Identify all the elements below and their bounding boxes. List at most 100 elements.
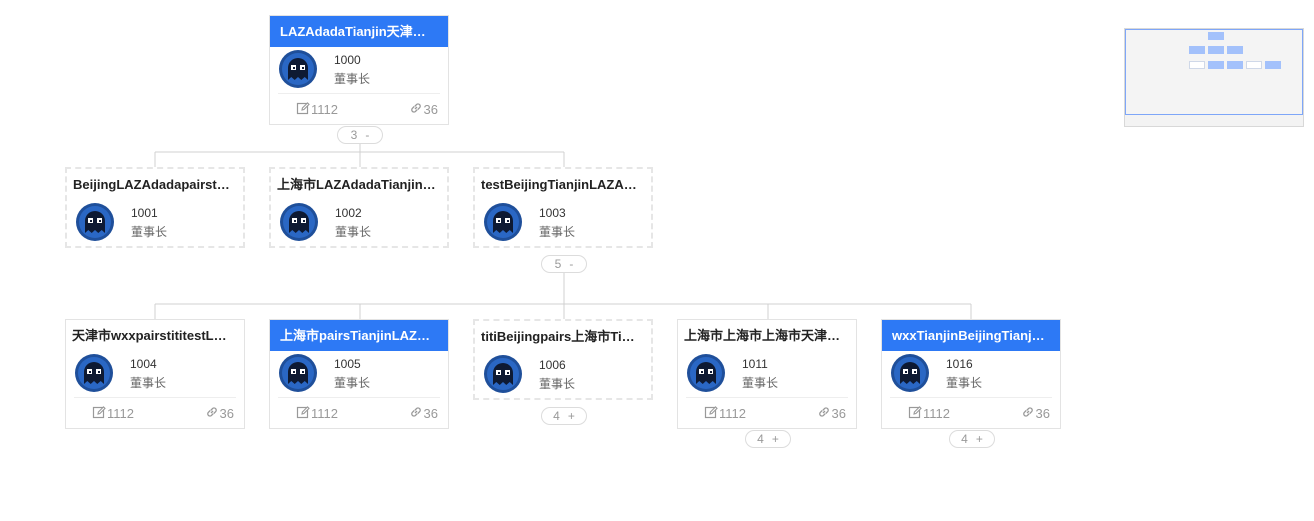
- edit-icon: [296, 405, 310, 422]
- node-body: 1016 董事长: [882, 351, 1060, 397]
- link-button[interactable]: 36: [817, 405, 846, 422]
- minimap-node: [1208, 61, 1224, 69]
- node-number: 1016: [946, 357, 973, 371]
- link-button[interactable]: 36: [409, 405, 438, 422]
- toggle-sign: +: [771, 432, 779, 446]
- link-icon: [1021, 405, 1035, 422]
- edit-button[interactable]: 1112: [908, 405, 950, 422]
- child-count: 4: [553, 409, 560, 423]
- node-body: 1004 董事长: [66, 351, 244, 397]
- node-footer: 1112 36: [278, 93, 440, 124]
- node-number: 1003: [539, 206, 566, 220]
- expand-toggle[interactable]: 3-: [337, 126, 383, 144]
- org-node-card[interactable]: wxxTianjinBeijingTianj… 1016 董事长 1112 36: [881, 319, 1061, 429]
- node-role: 董事长: [539, 377, 576, 391]
- link-button[interactable]: 36: [205, 405, 234, 422]
- org-node-card[interactable]: testBeijingTianjinLAZA… 1003 董事长: [473, 167, 653, 248]
- ghost-avatar-icon: [687, 354, 725, 392]
- node-number: 1004: [130, 357, 157, 371]
- edit-button[interactable]: 1112: [296, 101, 338, 118]
- edit-count: 1112: [311, 102, 338, 117]
- expand-toggle[interactable]: 4+: [541, 407, 587, 425]
- ghost-avatar-icon: [484, 203, 522, 241]
- node-title: 上海市pairsTianjinLAZ…: [270, 320, 448, 351]
- child-count: 5: [554, 257, 562, 271]
- node-footer: 1112 36: [74, 397, 236, 428]
- node-role: 董事长: [131, 225, 168, 239]
- link-count: 36: [1035, 406, 1050, 421]
- edit-count: 1112: [311, 406, 338, 421]
- node-role: 董事长: [742, 376, 779, 390]
- expand-toggle[interactable]: 4+: [745, 430, 791, 448]
- ghost-avatar-icon: [484, 355, 522, 393]
- node-role: 董事长: [334, 376, 371, 390]
- minimap-node: [1246, 61, 1262, 69]
- toggle-sign: -: [365, 128, 370, 142]
- node-body: 1003 董事长: [475, 200, 651, 246]
- node-title: testBeijingTianjinLAZA…: [481, 177, 637, 192]
- node-role: 董事长: [130, 376, 167, 390]
- node-title: 天津市wxxpairstititestL…: [72, 328, 227, 343]
- child-count: 3: [350, 128, 358, 142]
- ghost-avatar-icon: [280, 203, 318, 241]
- edit-button[interactable]: 1112: [296, 405, 338, 422]
- node-body: 1006 董事长: [475, 352, 651, 398]
- minimap[interactable]: [1124, 28, 1304, 127]
- node-role: 董事长: [334, 72, 371, 86]
- node-body: 1002 董事长: [271, 200, 447, 246]
- expand-toggle[interactable]: 4+: [949, 430, 995, 448]
- child-count: 4: [757, 432, 764, 446]
- ghost-avatar-icon: [76, 203, 114, 241]
- toggle-sign: +: [975, 432, 983, 446]
- minimap-node: [1227, 46, 1243, 54]
- link-count: 36: [423, 406, 438, 421]
- node-body: 1001 董事长: [67, 200, 243, 246]
- node-number: 1011: [742, 357, 768, 371]
- edit-button[interactable]: 1112: [92, 405, 134, 422]
- expand-toggle[interactable]: 5-: [541, 255, 587, 273]
- node-role: 董事长: [539, 225, 576, 239]
- ghost-avatar-icon: [75, 354, 113, 392]
- child-count: 4: [961, 432, 968, 446]
- edit-icon: [92, 405, 106, 422]
- edit-icon: [704, 405, 718, 422]
- link-button[interactable]: 36: [409, 101, 438, 118]
- ghost-avatar-icon: [891, 354, 929, 392]
- toggle-sign: +: [567, 409, 575, 423]
- minimap-node: [1265, 61, 1281, 69]
- minimap-viewport[interactable]: [1125, 29, 1303, 115]
- node-role: 董事长: [946, 376, 983, 390]
- node-footer: 1112 36: [890, 397, 1052, 428]
- link-icon: [205, 405, 219, 422]
- edit-button[interactable]: 1112: [704, 405, 746, 422]
- node-title: wxxTianjinBeijingTianj…: [882, 320, 1060, 351]
- node-footer: 1112 36: [686, 397, 848, 428]
- link-count: 36: [423, 102, 438, 117]
- org-node-card[interactable]: BeijingLAZAdadapairst… 1001 董事长: [65, 167, 245, 248]
- node-number: 1006: [539, 358, 566, 372]
- minimap-node: [1189, 46, 1205, 54]
- node-body: 1000 董事长: [270, 47, 448, 93]
- node-role: 董事长: [335, 225, 372, 239]
- link-button[interactable]: 36: [1021, 405, 1050, 422]
- org-node-card[interactable]: 天津市wxxpairstititestL… 1004 董事长 1112 36: [65, 319, 245, 429]
- node-number: 1000: [334, 53, 361, 67]
- link-count: 36: [831, 406, 846, 421]
- node-number: 1001: [131, 206, 158, 220]
- minimap-node: [1208, 46, 1224, 54]
- edit-count: 1112: [719, 406, 746, 421]
- minimap-node: [1227, 61, 1243, 69]
- minimap-node: [1208, 32, 1224, 40]
- node-number: 1002: [335, 206, 362, 220]
- edit-icon: [296, 101, 310, 118]
- ghost-avatar-icon: [279, 354, 317, 392]
- toggle-sign: -: [569, 257, 574, 271]
- node-title: BeijingLAZAdadapairst…: [73, 177, 230, 192]
